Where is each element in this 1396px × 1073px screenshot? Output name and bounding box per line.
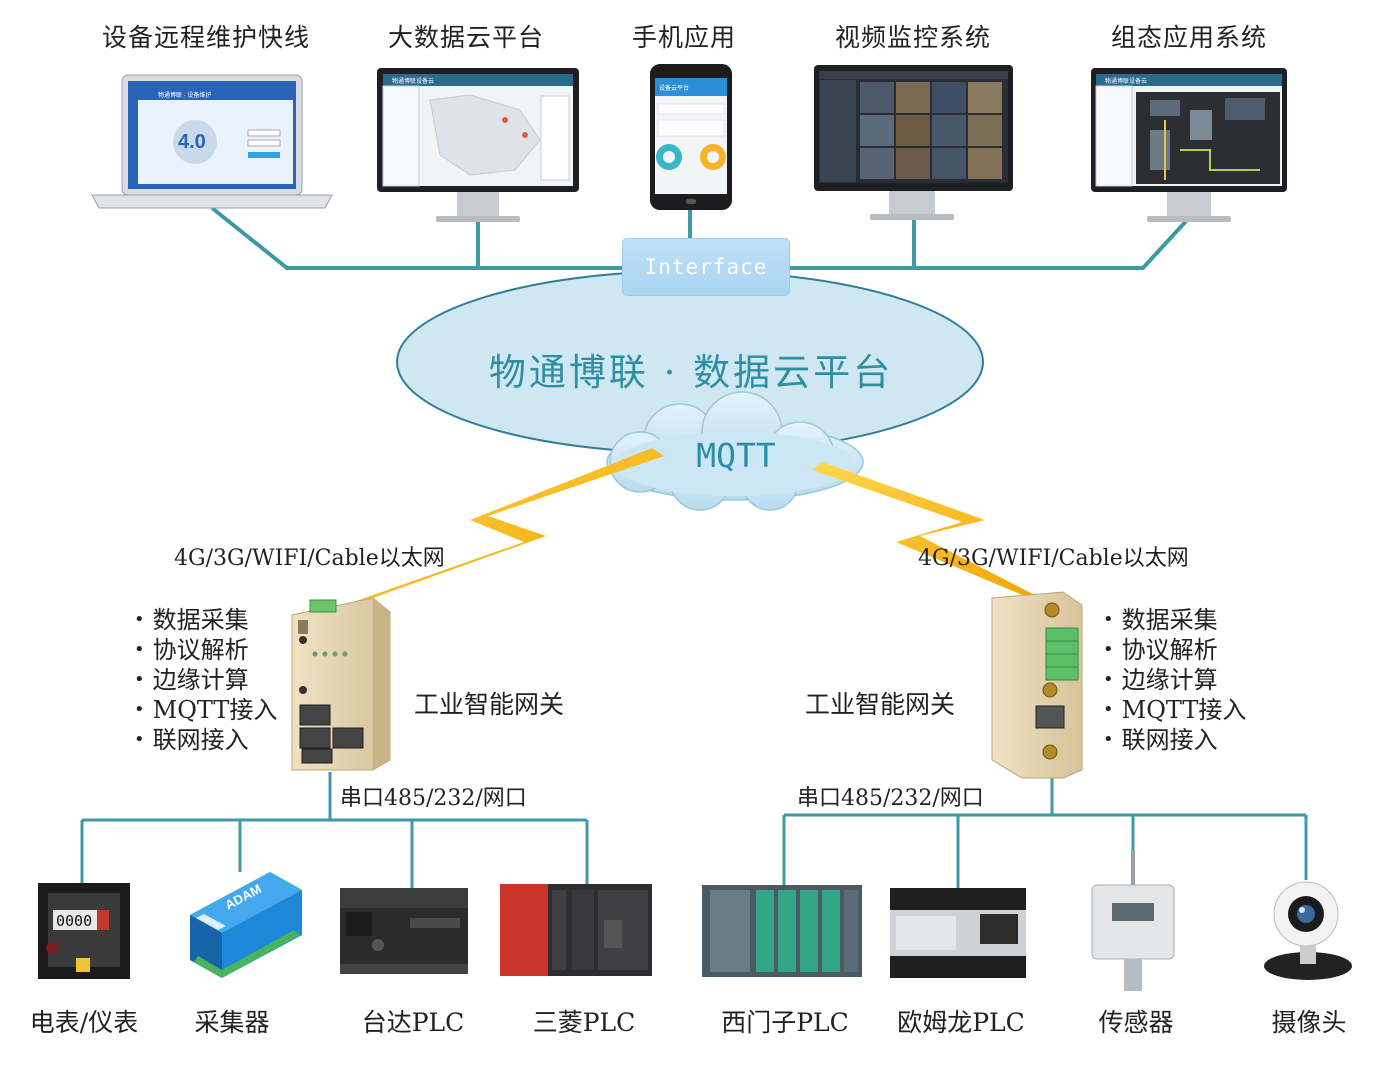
device-label-camera: 摄像头 (1271, 1008, 1347, 1037)
video-tile (968, 82, 1002, 113)
lightning-right (812, 462, 1064, 610)
monitor-bigdata-icon (377, 68, 579, 222)
right-network-label: 4G/3G/WIFI/Cable以太网 (918, 546, 1189, 571)
top-label-bigdata-platform: 大数据云平台 (387, 23, 545, 52)
top-label-mobile-app: 手机应用 (631, 23, 737, 52)
right-serial-label: 串口485/232/网口 (797, 786, 984, 811)
feature-item: 数据采集 (1103, 605, 1246, 635)
feature-item: 联网接入 (1103, 725, 1246, 755)
phone-icon (650, 64, 732, 210)
feature-item: 边缘计算 (134, 665, 277, 695)
camera-icon (1264, 881, 1352, 980)
top-label-scada: 组态应用系统 (1110, 23, 1268, 52)
right-feature-list: 数据采集 协议解析 边缘计算 MQTT接入 联网接入 (1103, 605, 1247, 755)
left-gateway-label: 工业智能网关 (414, 690, 565, 719)
right-gateway-icon (991, 591, 1083, 779)
mqtt-label: MQTT (696, 436, 776, 475)
left-bus (80, 772, 589, 888)
right-gateway-label: 工业智能网关 (805, 690, 956, 719)
video-tile (896, 115, 930, 146)
feature-item: 边缘计算 (1103, 665, 1246, 695)
video-tile (860, 82, 894, 113)
monitor-scada-screen-text: 物通博联设备云 (1105, 77, 1147, 85)
feature-item: 协议解析 (134, 635, 277, 665)
top-connectors (210, 206, 1190, 270)
feature-item: 协议解析 (1103, 635, 1246, 665)
video-tile (860, 148, 894, 179)
laptop-screen-text: 物通博联 · 设备维护 (158, 91, 211, 99)
video-tile (896, 82, 930, 113)
monitor-bigdata-screen-text: 物通博联设备云 (392, 77, 434, 85)
device-label-siemens-plc: 西门子PLC (721, 1008, 849, 1037)
device-label-meter: 电表/仪表 (29, 1008, 139, 1037)
top-label-video-monitoring: 视频监控系统 (834, 23, 992, 52)
left-serial-label: 串口485/232/网口 (340, 786, 527, 811)
right-bus (782, 776, 1308, 888)
device-label-sensor: 传感器 (1098, 1008, 1174, 1037)
laptop-icon (91, 74, 333, 209)
video-tile (896, 148, 930, 179)
delta-plc-icon (340, 888, 468, 974)
omron-plc-icon (890, 888, 1026, 978)
video-tile (932, 82, 966, 113)
feature-item: 数据采集 (134, 605, 277, 635)
left-feature-list: 数据采集 协议解析 边缘计算 MQTT接入 联网接入 (134, 605, 278, 755)
lightning-left (336, 448, 664, 608)
meter-icon (38, 883, 130, 979)
left-network-label: 4G/3G/WIFI/Cable以太网 (174, 546, 445, 571)
device-label-delta-plc: 台达PLC (361, 1008, 465, 1037)
siemens-plc-icon (702, 885, 862, 977)
laptop-screen-number: 4.0 (178, 131, 206, 153)
video-tile (968, 115, 1002, 146)
phone-screen-text: 设备云平台 (659, 84, 689, 92)
feature-item: MQTT接入 (134, 695, 278, 725)
device-label-collector: 采集器 (194, 1008, 270, 1037)
device-label-omron-plc: 欧姆龙PLC (897, 1008, 1025, 1037)
meter-display: 0000 (56, 912, 92, 930)
monitor-scada-icon (1091, 68, 1287, 222)
feature-item: MQTT接入 (1103, 695, 1247, 725)
left-gateway-icon (291, 597, 391, 771)
platform-title: 物通博联 · 数据云平台 (488, 351, 894, 394)
device-label-mitsubishi-plc: 三菱PLC (532, 1008, 636, 1037)
top-label-remote-maintenance: 设备远程维护快线 (101, 23, 311, 52)
mitsubishi-plc-icon (500, 884, 652, 976)
video-tile (932, 115, 966, 146)
interface-box: Interface (622, 238, 790, 296)
video-tile (860, 115, 894, 146)
video-tile (932, 148, 966, 179)
feature-item: 联网接入 (134, 725, 277, 755)
collector-icon (190, 872, 302, 978)
monitor-video-icon (814, 65, 1013, 220)
sensor-icon (1091, 850, 1175, 991)
video-tile (968, 148, 1002, 179)
mqtt-cloud-fill (615, 432, 855, 496)
